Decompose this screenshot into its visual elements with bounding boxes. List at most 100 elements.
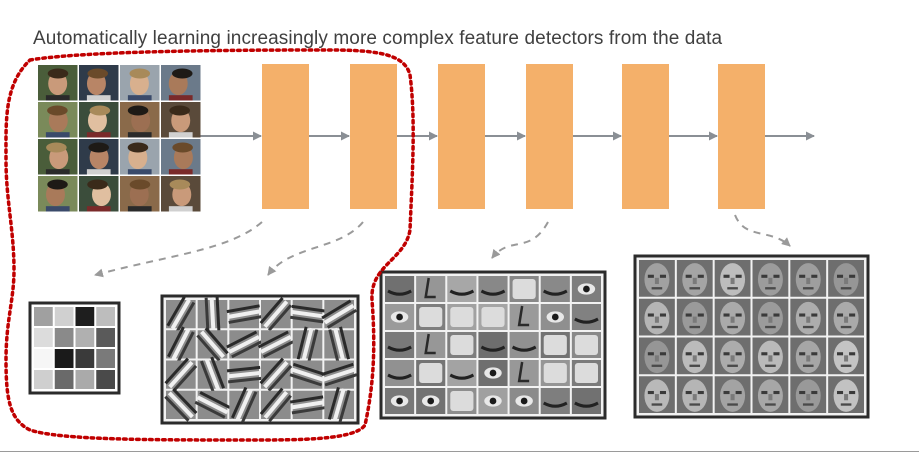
input-face-photo [120,139,160,175]
face-detector-cell [828,298,864,336]
face-part-panel [379,270,607,420]
edge-filter-cell [226,330,263,359]
whole-face-panel [633,254,870,419]
input-face-photo [79,139,119,175]
edge-filter-cell [196,327,229,362]
face-detector-cell [676,376,713,413]
face-part-cell [447,332,477,358]
face-part-cell [478,304,508,330]
connector-layer3-to-parts [491,221,549,259]
face-detector-cell [828,260,864,297]
face-detector-cell [752,260,789,297]
edge-filter-cell [259,296,293,332]
face-part-cell [509,360,539,386]
pixel-filter-cell [75,349,95,368]
face-part-cell [571,388,601,414]
edge-filter-cell [321,299,358,329]
edge-filter-cell [229,386,259,423]
pixel-filter-cell [75,370,95,389]
face-detector-cell [714,376,751,413]
face-detector-cell [714,298,751,336]
face-part-cell [571,332,601,358]
edge-filter-cell [164,357,198,392]
edge-filter-cell [292,326,323,363]
face-part-cell [385,332,415,358]
face-detector-cell [639,298,675,336]
input-face-photo [161,102,201,138]
pixel-filter-cell [54,370,74,389]
face-detector-cell [714,337,751,375]
slide-title: Automatically learning increasingly more… [33,28,723,49]
highlight-region [4,48,415,442]
input-face-photo [120,102,160,138]
edge-filter-cell [166,326,196,363]
face-part-cell [447,388,477,414]
face-part-cell [509,276,539,302]
input-face-photo [161,176,201,212]
edge-filter-cell [197,297,228,332]
face-detector-cell [828,337,864,375]
input-face-photo [79,176,119,212]
face-detector-cell [639,337,675,375]
input-face-photo [38,65,78,101]
face-part-cell [447,360,477,386]
pixel-filter-cell [75,307,95,326]
face-detector-cell [790,376,827,413]
face-detector-cell [752,298,789,336]
face-part-cell [478,332,508,358]
edge-filter-cell [324,386,354,423]
network-layer-1 [262,64,309,209]
pixel-filter-cell [34,370,53,389]
face-part-cell [509,332,539,358]
face-part-cell [478,360,508,386]
face-detector-cell [676,298,713,336]
network-layers [262,64,765,209]
pixel-filter-panel [28,301,121,395]
face-part-cell [416,388,446,414]
input-face-photo [120,176,160,212]
dashed-connectors [94,214,791,278]
face-part-cell [416,276,446,302]
network-layer-2 [350,64,397,209]
face-part-cell [447,276,477,302]
face-part-cell [416,304,446,330]
pixel-filter-cell [54,328,74,347]
face-detector-cell [790,337,827,375]
face-detector-cell [639,376,675,413]
face-detector-cell [676,337,713,375]
face-detector-cell [752,376,789,413]
pixel-filter-cell [34,307,53,326]
face-part-cell [385,304,415,330]
face-part-cell [540,360,570,386]
edge-filter-cell [259,357,293,392]
pixel-filter-cell [34,328,53,347]
face-part-cell [540,388,570,414]
bottom-divider [0,451,919,452]
edge-filter-cell [289,360,326,389]
face-part-cell [478,276,508,302]
face-part-cell [509,388,539,414]
edge-filter-cell [197,356,228,393]
edge-filter-cell [259,387,292,423]
network-layer-3 [438,64,485,209]
input-face-photo [120,65,160,101]
edge-filter-cell [257,330,294,359]
face-detector-cell [790,260,827,297]
face-part-cell [447,304,477,330]
face-detector-cell [639,260,675,297]
face-part-cell [416,360,446,386]
edge-filter-cell [164,388,198,422]
connector-layer2-to-edges [267,221,364,276]
edge-filter-cell [324,326,354,363]
face-part-cell [571,360,601,386]
face-part-cell [571,276,601,302]
face-part-cell [540,304,570,330]
network-layer-5 [622,64,669,209]
edge-filter-cell [226,360,262,389]
input-face-photo [38,176,78,212]
input-image-grid [38,65,201,212]
face-detector-cell [790,298,827,336]
face-part-cell [416,332,446,358]
face-part-cell [571,304,601,330]
input-face-photo [38,139,78,175]
